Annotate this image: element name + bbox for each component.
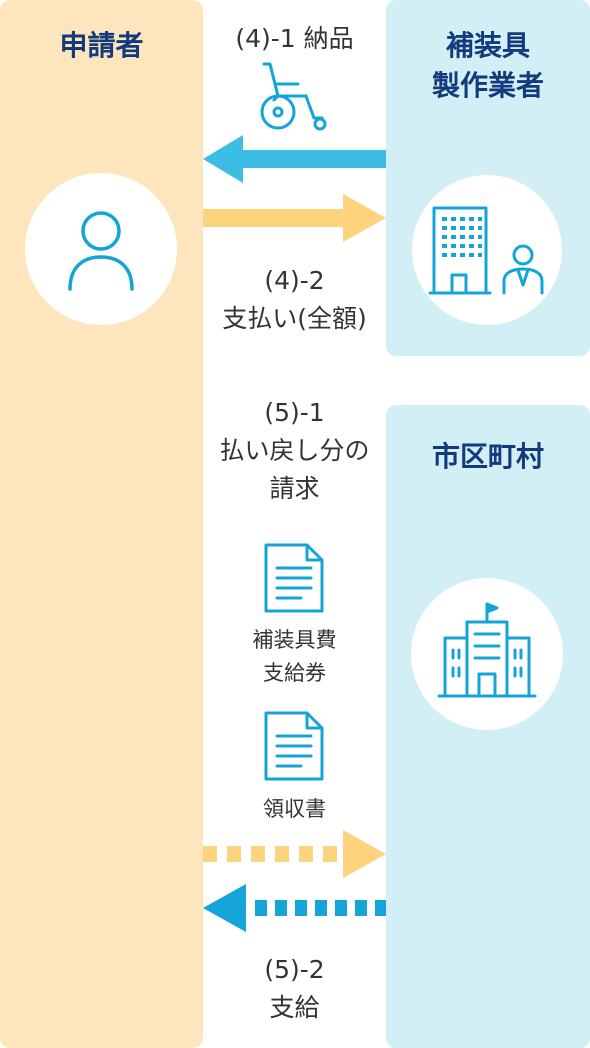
city-hall-icon [437,602,537,698]
person-icon [68,211,134,291]
refund-request-label-line3: 請求 [269,474,320,503]
payment-full-label-line2: 支払い(全額) [222,304,367,333]
refund-request-label: (5)-1 払い戻し分の 請求 [203,394,386,508]
city-title: 市区町村 [431,440,544,473]
document-voucher-label: 補装具費 支給券 [203,624,386,690]
vendor-title-line2: 製作業者 [431,69,544,102]
payment-arrow [203,884,386,932]
delivery-label: (4)-1 納品 [235,24,354,53]
document-icon [264,711,324,781]
document-voucher-line1: 補装具費 [252,628,337,652]
vendor-avatar [412,175,562,325]
refund-request-arrow [203,830,386,878]
applicant-title: 申請者 [59,29,144,62]
payment-full-arrow [203,194,386,242]
vendor-title: 補装具 製作業者 [386,26,590,106]
payment-full-label-line1: (4)-2 [264,266,325,295]
applicant-column: 申請者 [0,0,203,1048]
refund-request-label-line2: 払い戻し分の [219,436,370,465]
payment-label: (5)-2 支給 [203,951,386,1027]
city-column: 市区町村 [386,405,590,1048]
document-receipt-label: 領収書 [263,797,326,821]
payment-full-label: (4)-2 支払い(全額) [203,262,386,338]
office-building-worker-icon [428,206,544,295]
payment-label-line1: (5)-2 [264,955,325,984]
document-voucher-line2: 支給券 [263,661,326,685]
payment-label-line2: 支給 [269,993,320,1022]
vendor-title-line1: 補装具 [445,29,530,62]
wheelchair-icon [260,62,327,131]
refund-request-label-line1: (5)-1 [264,398,325,427]
city-avatar [411,578,563,730]
delivery-arrow [203,135,386,183]
document-icon [264,543,324,613]
applicant-avatar [25,173,177,325]
